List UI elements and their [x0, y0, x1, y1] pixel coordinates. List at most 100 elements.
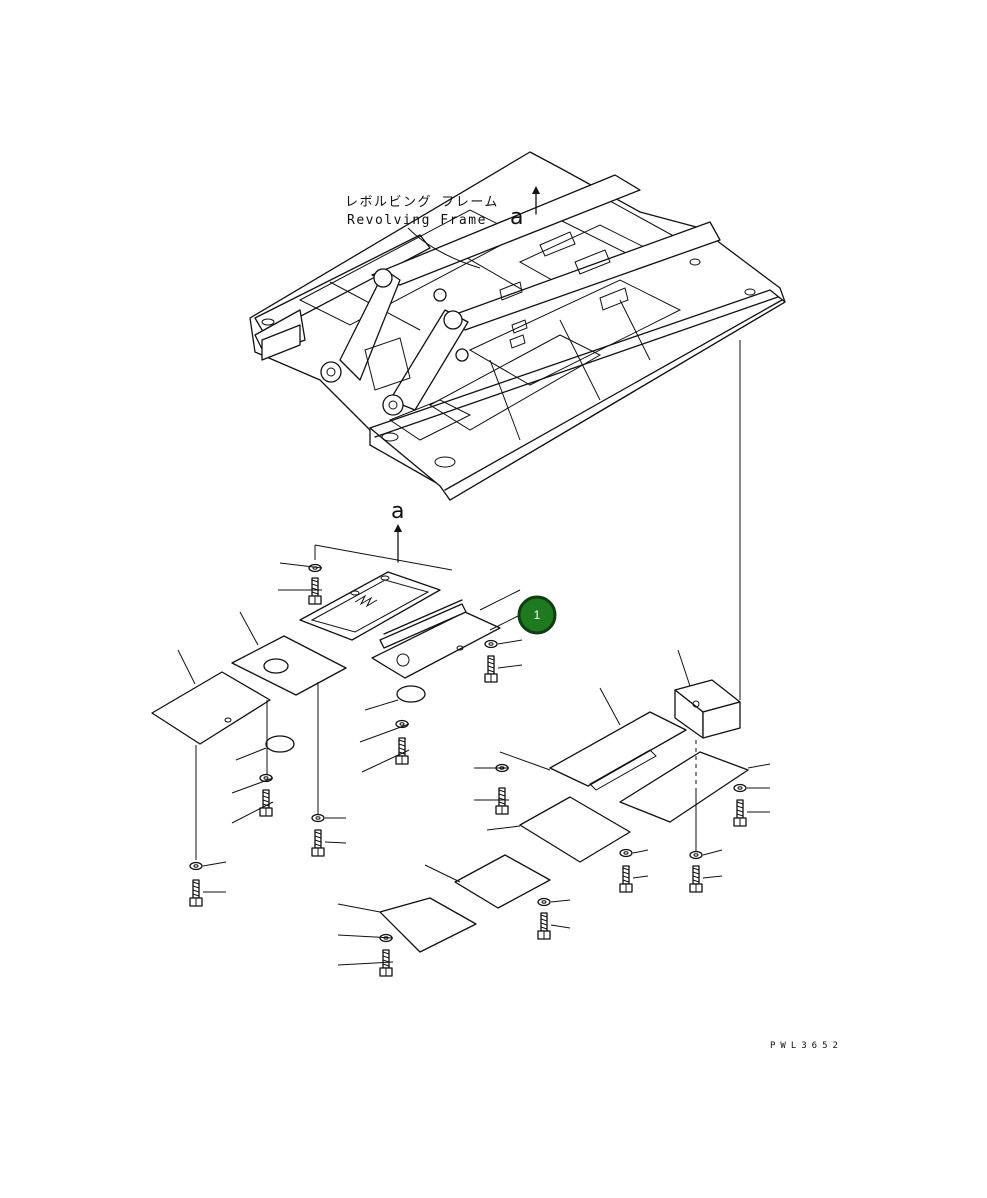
bolt-thread — [262, 791, 270, 795]
bolt-thread — [192, 889, 200, 893]
revolving-frame — [249, 151, 786, 501]
bolt-thread — [311, 579, 319, 583]
washer-hole — [488, 642, 494, 646]
bolt-thread — [314, 835, 322, 839]
bolt-thread — [398, 747, 406, 751]
cover-right-rear — [619, 751, 771, 823]
bolt-thread — [692, 867, 700, 871]
bolt-thread — [382, 959, 390, 963]
washer — [484, 639, 498, 649]
bolt-thread — [622, 867, 630, 871]
leader-line — [231, 801, 274, 824]
washer-hole — [399, 722, 405, 726]
washer-hole — [193, 864, 199, 868]
leader-line — [497, 664, 523, 669]
plug-disc-left — [265, 735, 295, 753]
frame-label-japanese: レボルビング フレーム — [345, 195, 499, 210]
bolt-thread — [382, 955, 390, 959]
bolt-thread — [736, 801, 744, 805]
bolt-thread — [540, 926, 548, 930]
arrow-a-top-label: a — [510, 205, 523, 230]
bolt-thread — [622, 875, 630, 879]
washer — [733, 783, 747, 793]
bolt-thread — [487, 669, 495, 673]
bolt-thread — [192, 885, 200, 889]
washer — [189, 861, 203, 871]
bolt-thread — [311, 583, 319, 587]
bolt-thread — [262, 795, 270, 799]
tool-box — [674, 649, 741, 852]
bolt-thread — [382, 951, 390, 955]
leader-line — [550, 899, 571, 903]
bolt-thread — [262, 799, 270, 803]
bolt-thread — [692, 871, 700, 875]
arrow-a-bottom: a — [391, 499, 404, 563]
leader-line — [231, 777, 274, 794]
cover-center-small — [424, 854, 551, 909]
bolt-thread — [736, 805, 744, 809]
washer-hole — [315, 816, 321, 820]
leader-line — [702, 849, 723, 856]
callout-1[interactable]: 1 — [489, 595, 557, 635]
cover-center-upper — [299, 544, 453, 641]
bolt-thread — [692, 879, 700, 883]
plug-disc-center — [396, 685, 426, 703]
cover-center-middle — [486, 796, 631, 863]
bolt-set — [189, 562, 770, 977]
leader-line — [497, 639, 523, 645]
washer-hole — [541, 900, 547, 904]
bolt-thread — [487, 665, 495, 669]
washer-hole — [263, 776, 269, 780]
leader-line — [632, 875, 649, 879]
bolt-thread — [398, 739, 406, 743]
bolt-thread — [736, 813, 744, 817]
frame-label-english: Revolving Frame — [347, 213, 487, 228]
washer — [537, 897, 551, 907]
leader-line — [202, 861, 227, 867]
bolt-thread — [736, 809, 744, 813]
leader-line — [324, 841, 347, 844]
bolt-thread — [314, 831, 322, 835]
arrow-a-bottom-label: a — [391, 499, 404, 524]
callout-1-number: 1 — [534, 608, 541, 622]
bolt-thread — [192, 893, 200, 897]
leader-line — [702, 875, 723, 879]
cover-strip — [371, 589, 521, 679]
bolt-thread — [398, 743, 406, 747]
leader-line — [337, 961, 394, 966]
bolt-thread — [314, 839, 322, 843]
leader-line — [550, 924, 571, 929]
bolt-thread — [487, 661, 495, 665]
bolt-thread — [622, 871, 630, 875]
washer — [689, 850, 703, 860]
bolt-thread — [622, 879, 630, 883]
cover-bottom — [337, 897, 477, 953]
washer-hole — [693, 853, 699, 857]
cover-far-left — [151, 649, 271, 745]
cover-left-hole — [231, 611, 347, 696]
washer — [311, 813, 325, 823]
undercover-parts: 1 — [151, 544, 771, 977]
leader-line — [337, 934, 394, 939]
bolt-thread — [692, 875, 700, 879]
cover-right-large — [499, 687, 687, 791]
bolt-thread — [487, 657, 495, 661]
bolt-thread — [498, 801, 506, 805]
bolt-thread — [540, 914, 548, 918]
leader-line — [279, 562, 323, 569]
bolt-thread — [498, 789, 506, 793]
washer-hole — [737, 786, 743, 790]
washer — [619, 848, 633, 858]
bolt-thread — [540, 922, 548, 926]
leader-line — [359, 723, 410, 743]
bolt-thread — [498, 793, 506, 797]
bolt-thread — [262, 803, 270, 807]
bolt-thread — [314, 843, 322, 847]
bolt-thread — [192, 881, 200, 885]
leader-line — [361, 749, 410, 773]
arrow-a-top: a — [510, 186, 540, 230]
washer-hole — [623, 851, 629, 855]
bolt-thread — [540, 918, 548, 922]
bolt-thread — [382, 963, 390, 967]
